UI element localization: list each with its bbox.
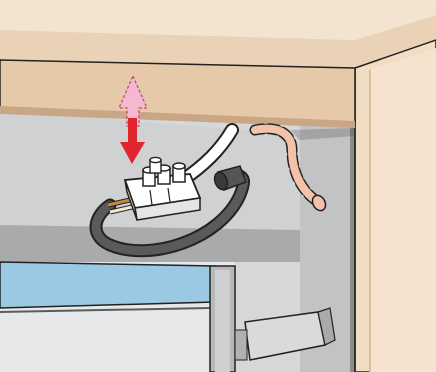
inner-frame [210,266,235,372]
